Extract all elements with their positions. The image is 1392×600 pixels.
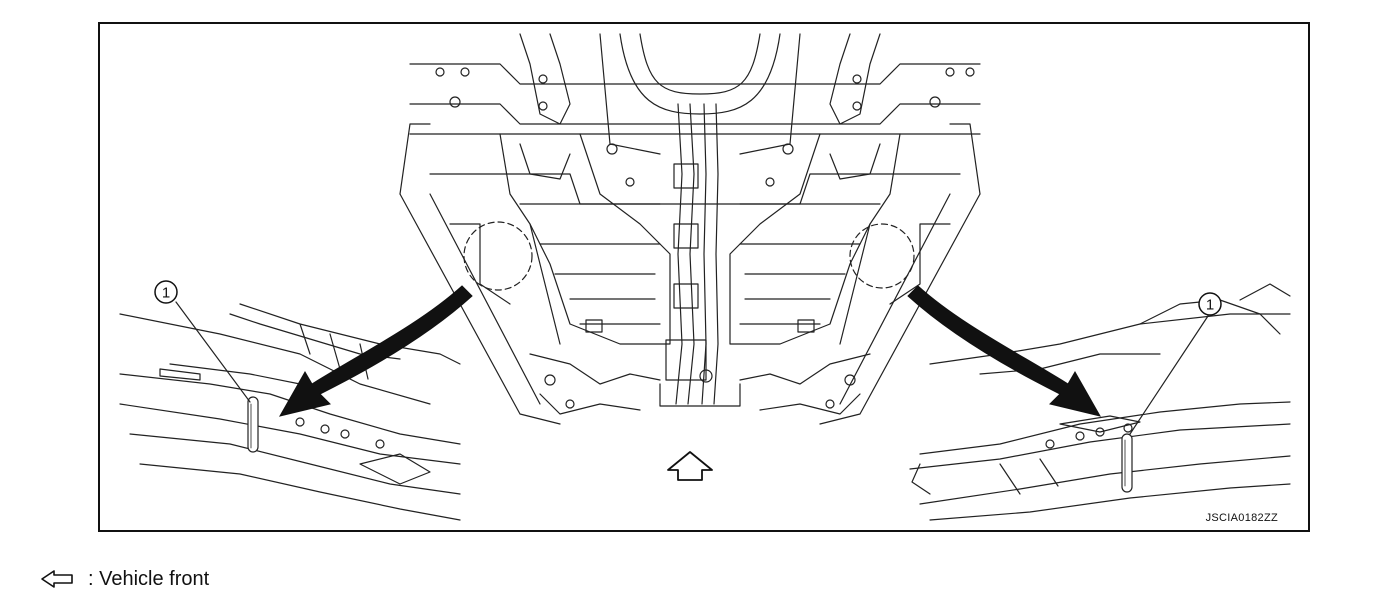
underbody-illustration: 1 1 — [119, 33, 1291, 521]
diagram-frame: 1 1 JSCIA0182ZZ — [98, 22, 1310, 532]
hollow-arrow-left-icon — [41, 570, 73, 588]
right-detail-circle — [849, 223, 915, 289]
right-detail-view — [909, 283, 1291, 521]
right-detail-arrow — [907, 285, 1102, 417]
left-detail-circle — [463, 221, 533, 291]
callout-1-left: 1 — [154, 280, 178, 304]
svg-text:1: 1 — [162, 285, 170, 302]
legend-text: : Vehicle front — [88, 567, 210, 590]
figure-code: JSCIA0182ZZ — [1205, 512, 1278, 524]
vehicle-front-arrow-icon — [667, 451, 713, 481]
left-detail-arrow — [278, 285, 473, 417]
legend: : Vehicle front — [40, 566, 209, 592]
callout-1-right: 1 — [1198, 292, 1222, 316]
svg-text:1: 1 — [1206, 297, 1214, 314]
underbody-center-view — [399, 33, 981, 425]
